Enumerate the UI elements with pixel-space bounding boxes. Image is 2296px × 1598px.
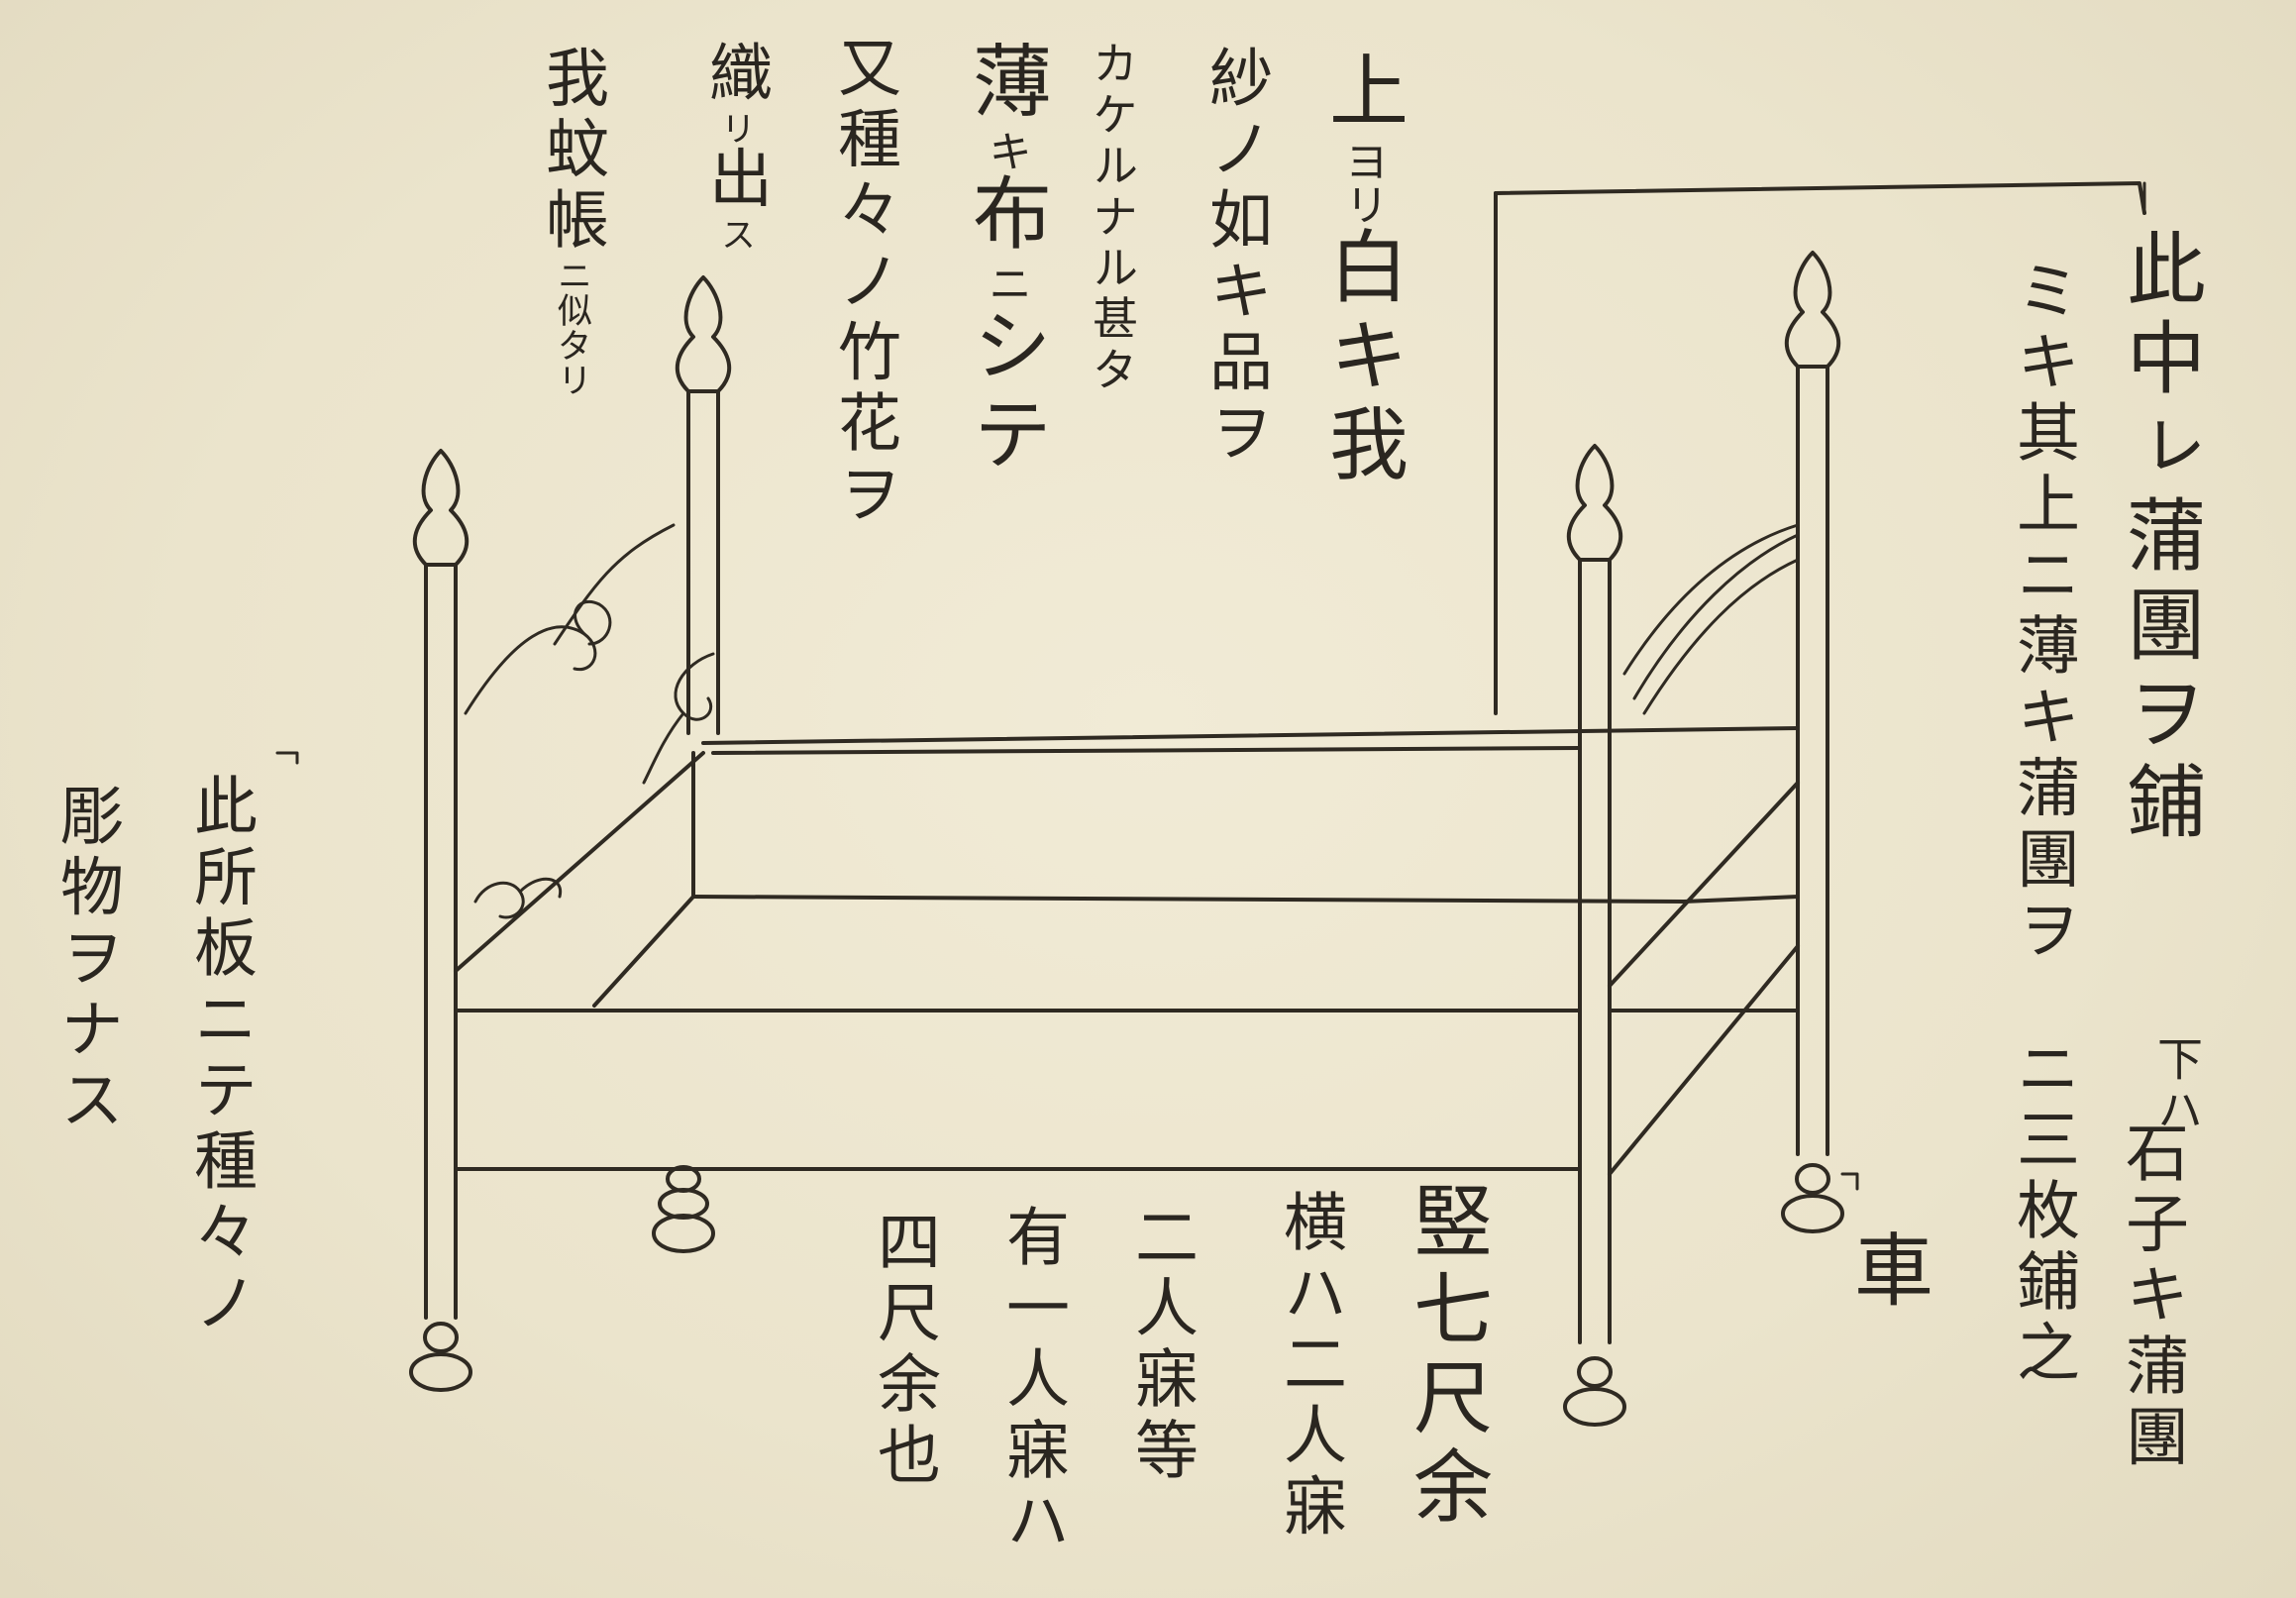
post-front-left <box>409 449 472 1392</box>
label-right-col1-sub: 下ハ <box>2150 1035 2204 1138</box>
label-top-col1: 上ヨリ白キ我 <box>1316 50 1409 492</box>
label-bottom-col5: 四尺余也 <box>867 1209 940 1493</box>
post-back-right <box>1781 251 1844 1233</box>
label-top-col4: 薄キ布ニシテ <box>960 40 1052 482</box>
frame-rails <box>454 726 1800 1176</box>
label-right-col2: ミキ其上ニ薄キ蒲團ヲ <box>2006 258 2079 968</box>
label-left-col1: 此所板ニテ種々ノ <box>183 773 257 1341</box>
canopy-top-line <box>1494 181 2146 215</box>
label-top-col3: カケルナル甚タ <box>1086 40 1139 397</box>
decorative-scrolls <box>464 523 1800 919</box>
label-left-col2: 彫物ヲナス <box>50 783 123 1138</box>
label-top-col7: 我蚊帳ニ似タリ <box>535 45 608 397</box>
label-top-col2: 紗ノ如キ品ヲ <box>1199 45 1272 472</box>
post-back-left <box>675 275 732 735</box>
label-bottom-col2: 横ハ二人寐 <box>1273 1189 1346 1545</box>
label-right-col1: 此中ㇾ蒲團ヲ鋪 <box>2114 228 2206 850</box>
label-top-col6: 織リ出ス <box>698 40 772 252</box>
label-right-col3: 石子キ蒲團 <box>2115 1119 2188 1475</box>
label-top-col5: 又種々ノ竹花ヲ <box>827 35 900 532</box>
label-wheel: 車 <box>1841 1228 1933 1318</box>
label-bottom-col3: 二人寐等 <box>1124 1204 1198 1488</box>
label-bottom-col4: 有一人寐ハ <box>995 1204 1069 1559</box>
post-front-right <box>1563 444 1626 1427</box>
label-bottom-col1: 竪七尺余 <box>1401 1179 1493 1535</box>
label-right-col3b: ニ三枚鋪之 <box>2006 1035 2079 1391</box>
foot-back-left <box>652 1165 715 1253</box>
pointer-left <box>275 751 299 765</box>
pointer-wheel <box>1840 1172 1859 1191</box>
